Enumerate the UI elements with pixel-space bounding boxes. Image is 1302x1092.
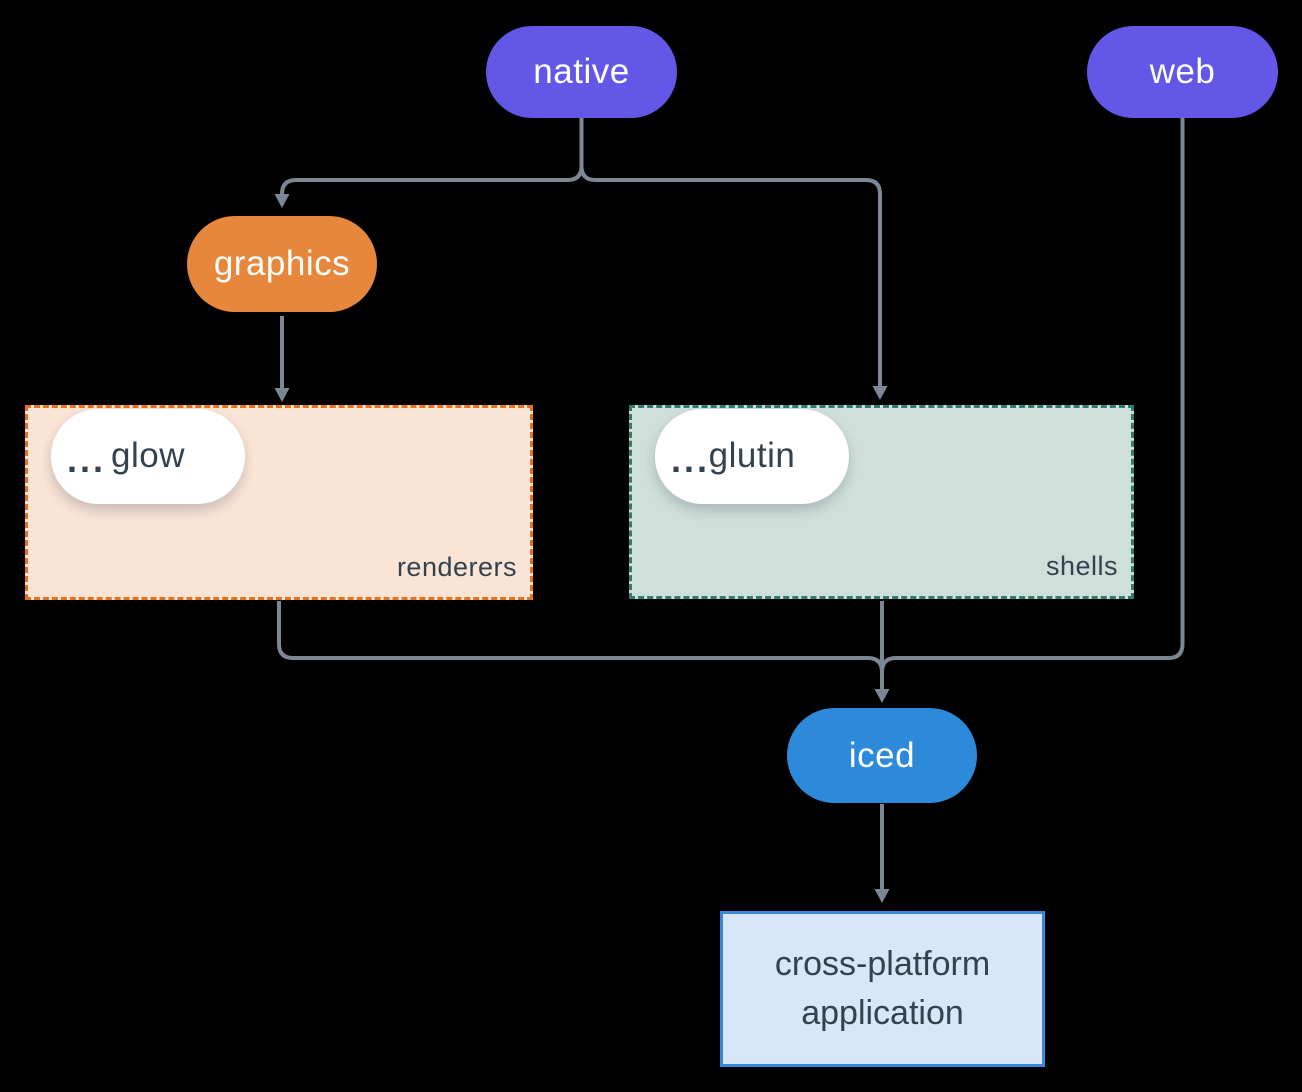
pill-glutin: glutin [655, 408, 849, 504]
arrowhead-iced [874, 689, 890, 703]
renderers-ellipsis: ... [67, 439, 107, 480]
pill-glow: glow [51, 408, 245, 504]
node-native: native [486, 26, 677, 118]
arrowhead-shells [872, 386, 888, 400]
group-renderers-row: wgpu glow ... [51, 408, 245, 504]
group-renderers: wgpu glow ... renderers [25, 405, 533, 600]
node-web-label: web [1149, 52, 1216, 91]
node-graphics: graphics [187, 216, 377, 312]
node-cross-platform-application: cross-platform application [720, 911, 1045, 1067]
edge-web-iced [880, 118, 1185, 689]
edge-native-shells [579, 118, 882, 386]
edge-native-graphics [280, 118, 584, 195]
node-iced-label: iced [848, 735, 916, 775]
group-shells-row: winit glutin ... [655, 408, 849, 504]
group-shells-label: shells [1045, 551, 1118, 581]
arrowhead-application [874, 889, 890, 903]
pill-glow-label: glow [111, 436, 185, 475]
node-native-label: native [533, 52, 630, 91]
arrowhead-renderers [274, 388, 290, 402]
node-graphics-label: graphics [213, 244, 351, 283]
arrowhead-graphics [274, 194, 290, 208]
edge-renderers-iced [277, 601, 884, 689]
shells-ellipsis: ... [671, 439, 711, 480]
group-shells: winit glutin ... shells [629, 405, 1134, 599]
pill-glutin-label: glutin [708, 436, 796, 475]
node-web: web [1087, 26, 1278, 118]
application-label-line1: cross-platform [774, 945, 991, 983]
node-iced: iced [787, 708, 977, 803]
application-label-line2: application [801, 994, 964, 1032]
group-renderers-label: renderers [396, 552, 517, 582]
